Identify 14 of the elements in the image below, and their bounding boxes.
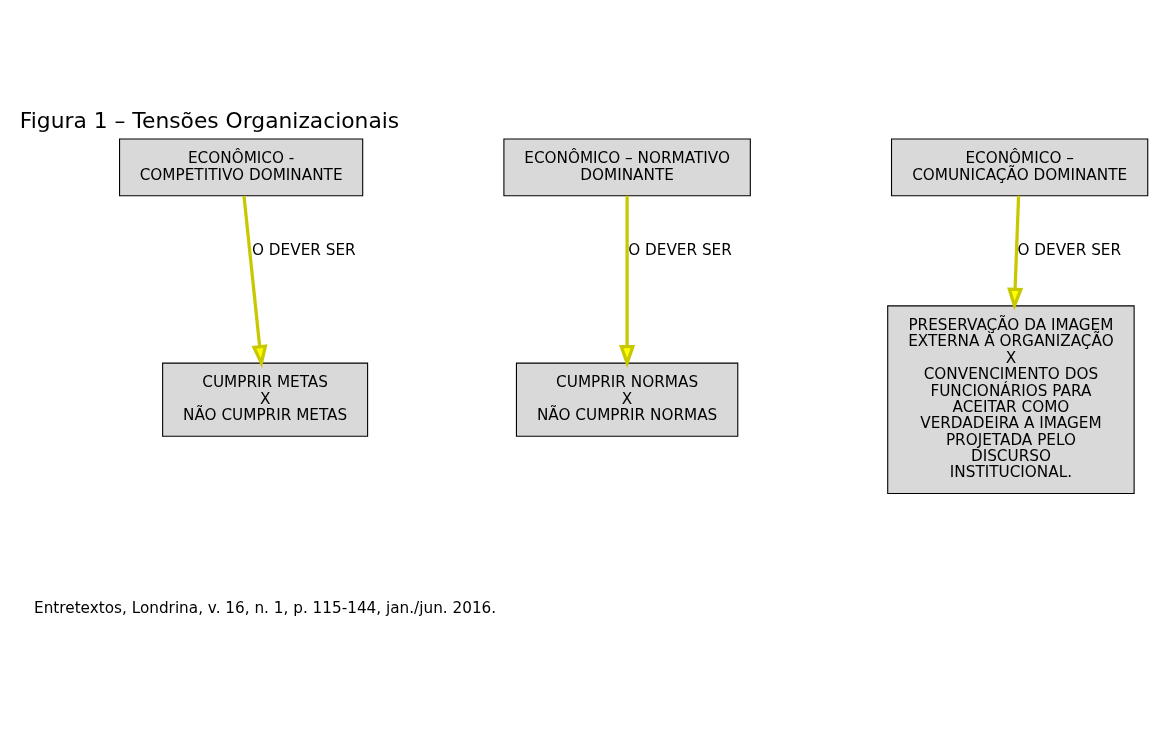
edge-label: O DEVER SER	[252, 240, 356, 259]
node-box: ECONÔMICO – NORMATIVO DOMINANTE	[503, 138, 751, 197]
arrow	[242, 195, 268, 368]
node-box: ECONÔMICO - COMPETITIVO DOMINANTE	[119, 138, 364, 197]
arrow	[1007, 195, 1024, 311]
edge-label: O DEVER SER	[628, 240, 732, 259]
diagram-title: Figura 1 – Tensões Organizacionais	[19, 108, 400, 134]
label: Entretextos, Londrina, v. 16, n. 1, p. 115-144, jan./jun. 2016.	[34, 598, 497, 617]
arrow	[619, 195, 636, 368]
node-box: CUMPRIR METAS X NÃO CUMPRIR METAS	[162, 362, 369, 437]
node-box: PRESERVAÇÃO DA IMAGEM EXTERNA À ORGANIZAÇÃO X CONVENCIMENTO DOS FUNCIONÁRIOS PARA ACEITAR COMO VERDADEIRA A IMAGEM PROJETADA PELO DISCURSO INSTITUCIONAL.	[887, 305, 1135, 494]
edge-label: O DEVER SER	[1017, 240, 1122, 259]
node-box: ECONÔMICO – COMUNICAÇÃO DOMINANTE	[890, 138, 1149, 197]
node-box: CUMPRIR NORMAS X NÃO CUMPRIR NORMAS	[515, 362, 739, 437]
